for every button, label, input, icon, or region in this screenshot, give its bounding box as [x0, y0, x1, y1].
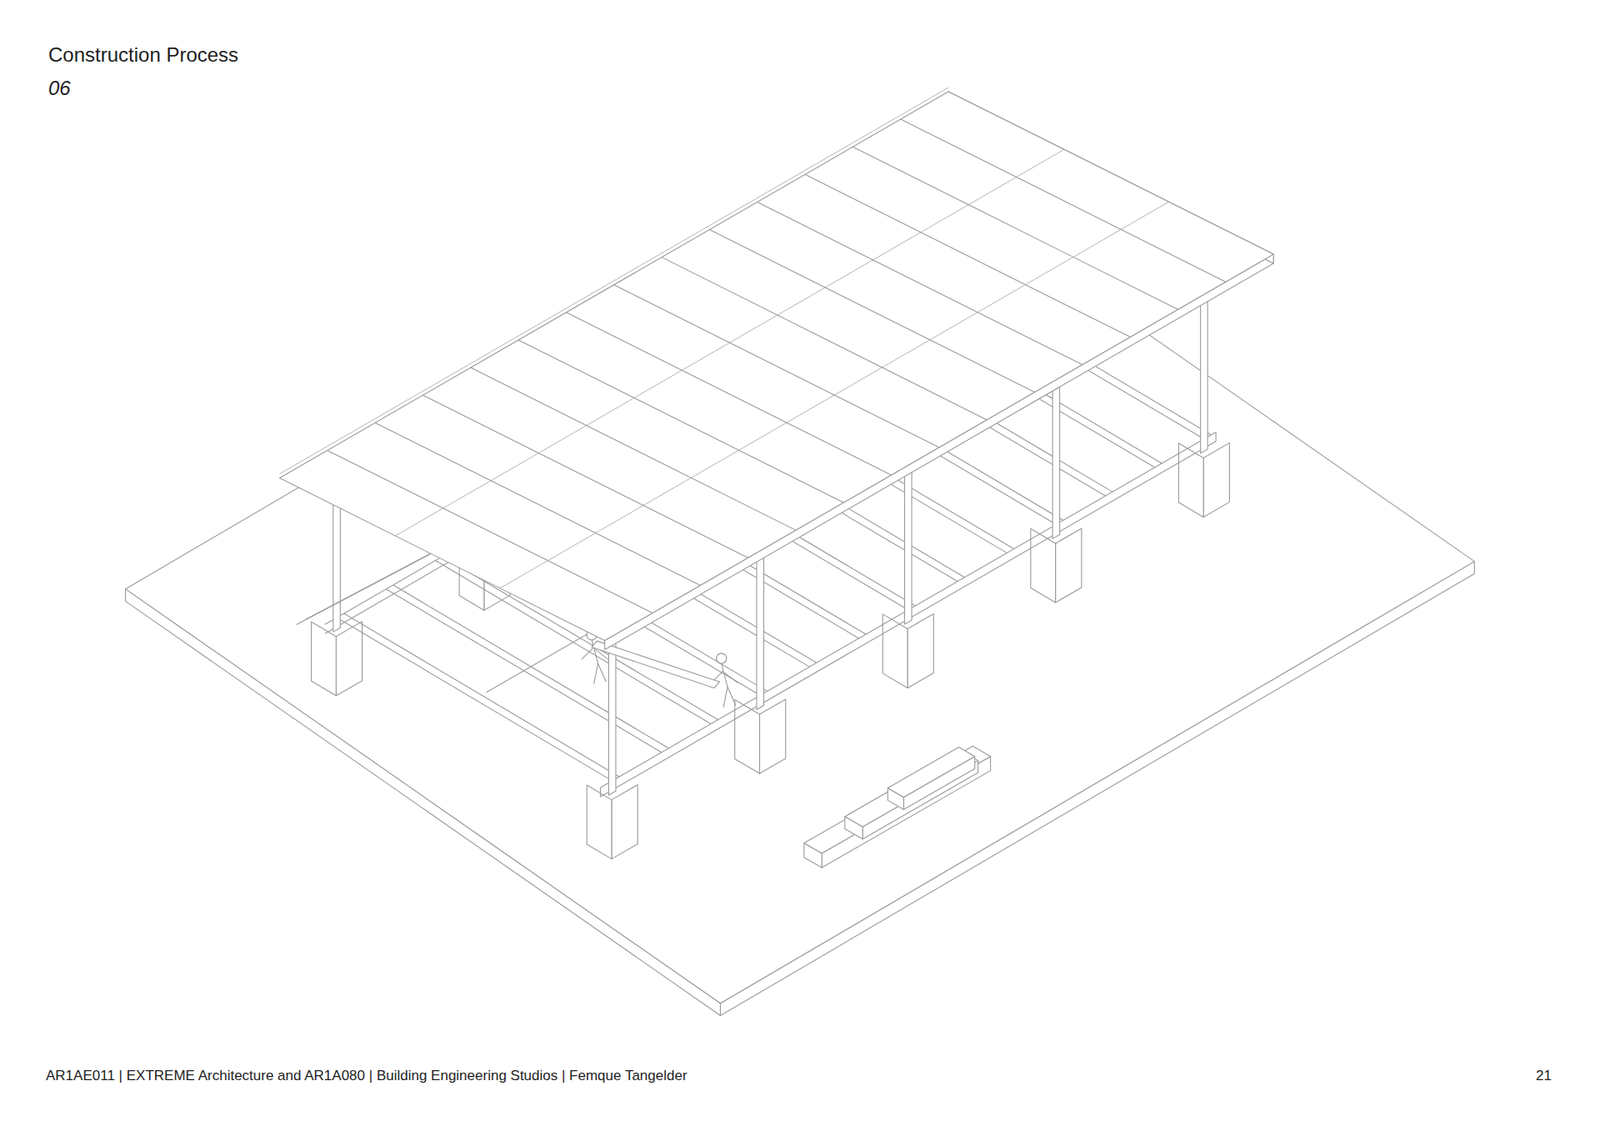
roof: [280, 87, 1275, 650]
footing-face: [907, 613, 934, 688]
roof-seam: [757, 201, 1083, 365]
worker-body: [721, 663, 728, 708]
plank-stack: [804, 745, 991, 868]
footing-face: [1055, 528, 1082, 603]
worker-leg: [727, 686, 736, 705]
footing-face: [1030, 528, 1056, 603]
worker-arm: [581, 646, 595, 660]
carried-plank: [591, 640, 720, 688]
roof-seam: [470, 367, 796, 530]
footing-face: [611, 785, 638, 860]
floor-joist: [344, 613, 620, 777]
roof-seam: [709, 230, 1035, 393]
plank-top: [887, 746, 975, 797]
roof-seam: [375, 422, 700, 585]
footing-face: [311, 621, 337, 696]
floor-joist: [336, 617, 613, 781]
plank-side: [821, 755, 990, 867]
plank-top: [804, 745, 991, 854]
page-number: 21: [1535, 1067, 1552, 1085]
roof-seam: [614, 285, 940, 448]
worker-arm: [724, 672, 738, 683]
roof-seam: [805, 174, 1130, 337]
footing-face: [882, 614, 908, 689]
step-number: 06: [48, 76, 71, 100]
roof-surface: [280, 91, 1275, 641]
footing-face: [1178, 443, 1204, 518]
roof-seam: [565, 312, 891, 475]
roof-seam: [518, 340, 844, 503]
worker-leg: [598, 663, 607, 682]
beam-end: [600, 787, 601, 797]
footing-face: [735, 699, 760, 774]
roof-ridge: [280, 87, 950, 475]
roof-seam: [852, 146, 1178, 310]
footing-face: [586, 785, 612, 860]
panel-joint: [500, 201, 1170, 589]
worker-head: [716, 653, 727, 664]
roof-seam: [900, 119, 1226, 282]
footing-face: [759, 699, 785, 774]
beam-end: [1215, 431, 1217, 441]
footing-face: [1203, 442, 1230, 517]
roof-seam: [661, 257, 987, 420]
page-title: Construction Process: [48, 43, 239, 67]
roof-seam: [422, 395, 748, 558]
panel-joint: [395, 149, 1065, 536]
roof-seam: [327, 450, 653, 613]
footing-face: [335, 621, 362, 696]
footer-text: AR1AE011 | EXTREME Architecture and AR1A…: [45, 1067, 688, 1085]
brace: [296, 551, 435, 625]
